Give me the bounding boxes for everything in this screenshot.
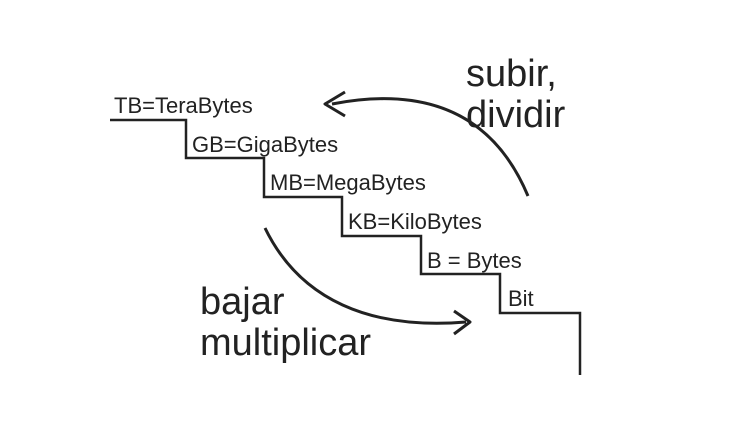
down-caption-line2: multiplicar	[200, 322, 372, 365]
curved-arrow-up-left-icon	[331, 97, 530, 197]
curved-arrow-up-left-icon-head	[323, 90, 346, 118]
up-caption: subir, dividir	[466, 53, 566, 137]
down-caption: bajar multiplicar	[200, 281, 372, 365]
step-label-mb: MB=MegaBytes	[270, 170, 426, 195]
up-caption-line1: subir,	[466, 53, 557, 95]
step-label-bit: Bit	[508, 286, 534, 311]
step-label-kb: KB=KiloBytes	[348, 209, 482, 234]
up-caption-line2: dividir	[466, 94, 566, 137]
step-label-gb: GB=GigaBytes	[192, 132, 339, 157]
staircase-line	[110, 118, 582, 375]
step-label-b: B = Bytes	[427, 248, 522, 273]
curved-arrow-down-right-icon	[263, 227, 467, 325]
curved-arrow-down-right-icon-head	[453, 309, 472, 336]
down-caption-line1: bajar	[200, 281, 285, 323]
step-label-tb: TB=TeraBytes	[114, 93, 253, 118]
